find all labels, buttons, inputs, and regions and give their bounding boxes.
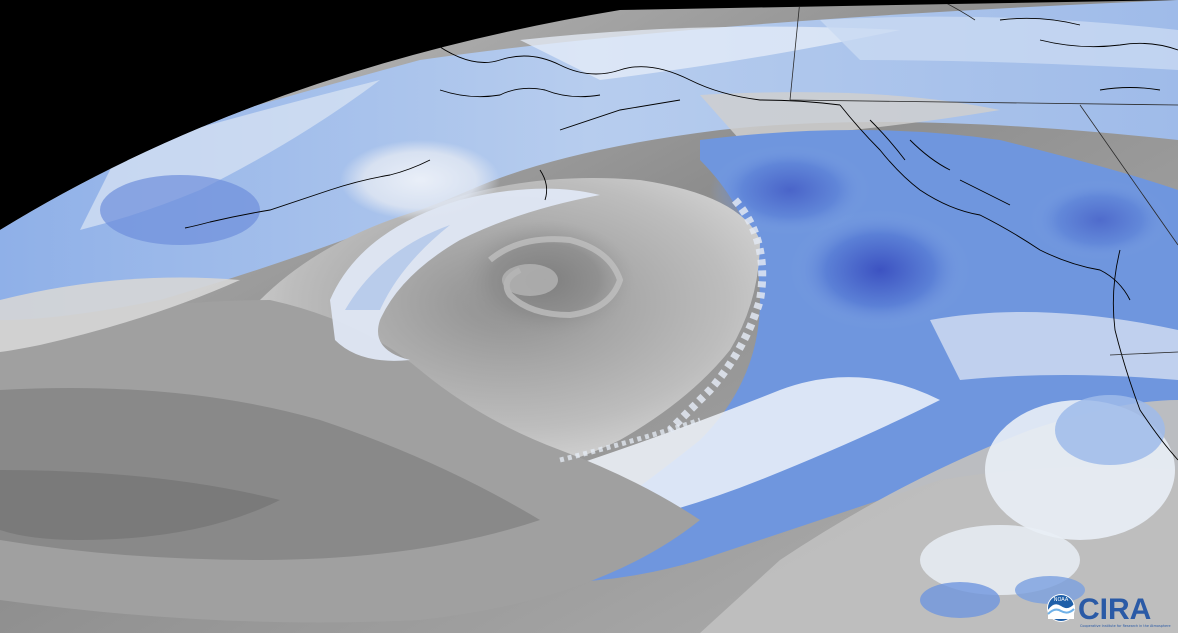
cira-wordmark: CIRA [1078,593,1151,626]
noaa-mark-text: NOAA [1054,597,1069,603]
logo-graphic: NOAA CIRA Cooperative Institute for Rese… [1047,593,1171,628]
cyclone-moist-arm [330,188,600,361]
noaa-cira-logo: NOAA CIRA Cooperative Institute for Rese… [1044,589,1172,629]
political-borders [789,0,1178,356]
noaa-mark-icon: NOAA [1047,594,1075,622]
cira-tagline: Cooperative Institute for Research in th… [1080,624,1171,628]
northern-moist-band [0,0,1178,320]
coastlines [184,17,1178,461]
